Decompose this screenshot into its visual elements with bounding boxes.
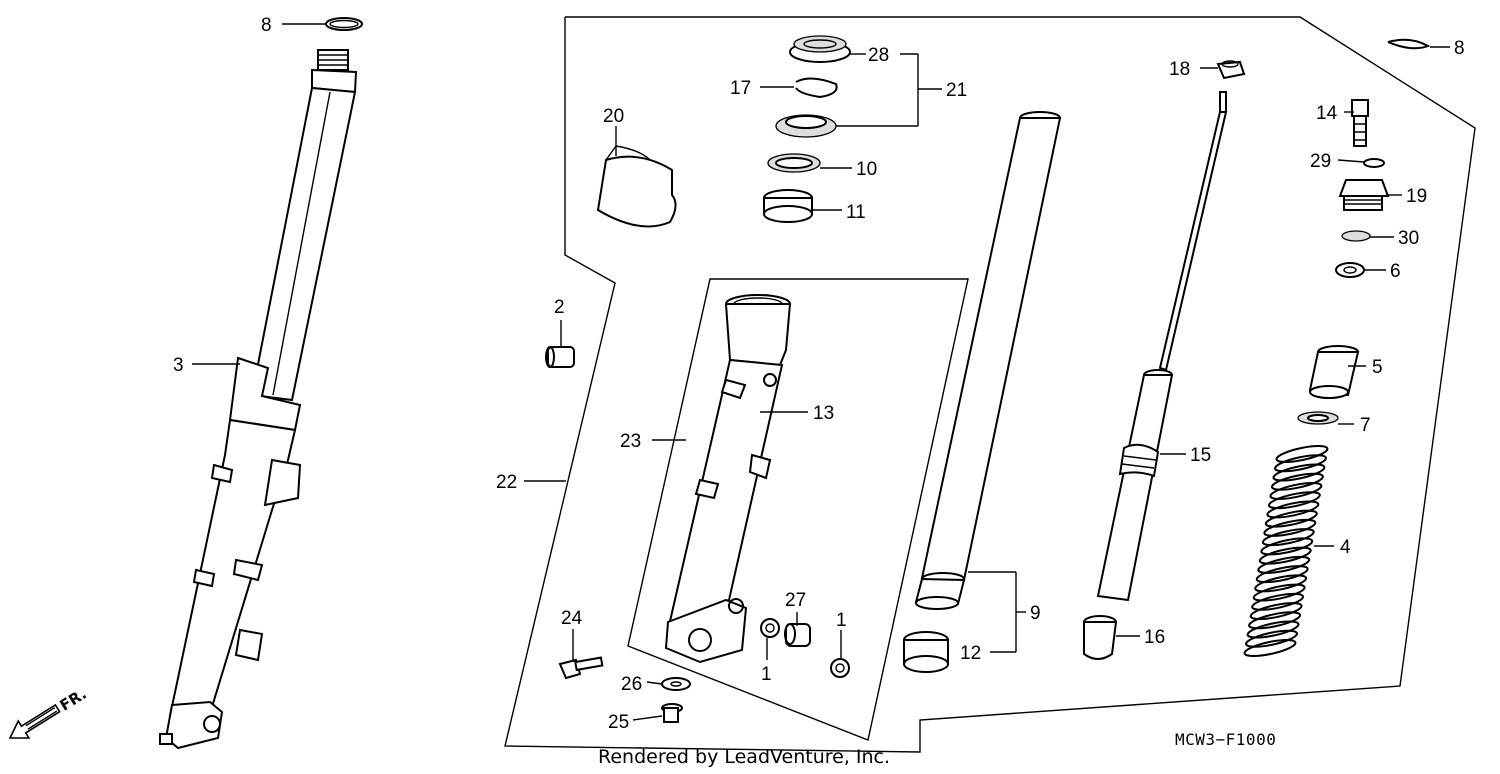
callout-23: 23 <box>620 431 641 452</box>
spring-coil <box>1267 491 1321 510</box>
back-up-ring-10 <box>767 153 821 173</box>
washer-1-a <box>760 618 780 638</box>
spring-coil <box>1251 592 1305 611</box>
washer-26 <box>661 677 691 691</box>
callout-3: 3 <box>173 355 184 376</box>
fork-leg-assembly <box>159 49 358 750</box>
guide-bushing-11 <box>763 189 813 223</box>
callout-19: 19 <box>1406 186 1427 207</box>
callout-17: 17 <box>730 78 751 99</box>
callout-1-a: 1 <box>761 664 772 685</box>
fork-slider-13 <box>664 294 792 664</box>
spring-coil <box>1274 454 1327 473</box>
callout-6: 6 <box>1390 261 1401 282</box>
stopper-ring-17 <box>795 77 838 99</box>
callout-18: 18 <box>1169 59 1190 80</box>
callout-13: 13 <box>813 403 834 424</box>
spring-coil <box>1261 528 1315 547</box>
callout-10: 10 <box>856 159 877 180</box>
circlip-8-right <box>1387 38 1431 50</box>
front-direction-indicator: FR. <box>8 685 90 739</box>
fork-spring-4 <box>1243 445 1329 657</box>
callout-9: 9 <box>1030 603 1041 624</box>
callout-20: 20 <box>603 106 624 127</box>
spring-seat-7 <box>1297 411 1339 425</box>
callout-2: 2 <box>554 297 565 318</box>
spring-coil <box>1257 555 1311 574</box>
spring-coil <box>1258 546 1312 565</box>
washer-1-b <box>830 658 850 678</box>
callouts: 8 3 2 22 24 25 26 1 1 27 23 13 20 17 28 … <box>173 15 1465 733</box>
fork-pipe-9 <box>914 111 1062 610</box>
spring-seat-6 <box>1335 262 1365 278</box>
damper-rod-15 <box>1096 91 1228 602</box>
callout-5: 5 <box>1372 357 1383 378</box>
nut-18 <box>1216 60 1246 80</box>
bushing-2 <box>545 346 575 368</box>
callout-14: 14 <box>1316 103 1338 124</box>
callout-27: 27 <box>785 590 806 611</box>
callout-4: 4 <box>1340 537 1351 558</box>
callout-22: 22 <box>496 472 517 493</box>
slide-bushing-12 <box>903 631 949 673</box>
callout-1-b: 1 <box>836 610 847 631</box>
outer-group-frame <box>504 16 1476 753</box>
spring-coil <box>1243 639 1297 657</box>
front-arrow-icon <box>8 703 61 739</box>
render-credit: Rendered by LeadVenture, Inc. <box>598 746 890 768</box>
spring-coil <box>1269 481 1323 500</box>
callout-12: 12 <box>960 643 981 664</box>
callout-8-right: 8 <box>1454 38 1465 59</box>
oil-lock-piece-16 <box>1083 615 1118 660</box>
callout-28: 28 <box>868 45 889 66</box>
callout-26: 26 <box>621 674 642 695</box>
spring-coil <box>1270 472 1324 491</box>
spring-coil <box>1260 537 1314 556</box>
spring-coil <box>1249 602 1303 621</box>
spring-coil <box>1263 518 1317 537</box>
diagram-code: MCW3−F1000 <box>1175 730 1276 749</box>
callout-7: 7 <box>1360 415 1371 436</box>
adjuster-14 <box>1351 99 1369 147</box>
callout-16: 16 <box>1144 627 1165 648</box>
callout-11: 11 <box>846 202 866 223</box>
callout-24: 24 <box>561 608 583 629</box>
spring-coil <box>1266 500 1320 519</box>
inner-group-frame <box>627 278 969 741</box>
spring-coil <box>1254 574 1308 593</box>
spring-coil <box>1245 629 1298 648</box>
oil-seal-21 <box>775 114 837 138</box>
o-ring-30 <box>1341 230 1371 242</box>
guard-20 <box>596 145 677 228</box>
callout-8-left: 8 <box>261 15 272 36</box>
collar-5 <box>1308 345 1360 399</box>
spring-coil <box>1255 565 1309 584</box>
spring-coil <box>1246 620 1300 639</box>
callout-21: 21 <box>946 80 967 101</box>
bolt-24 <box>558 656 604 680</box>
spring-coil <box>1264 509 1318 528</box>
front-label: FR. <box>57 685 90 715</box>
o-ring-29 <box>1363 158 1385 168</box>
spring-coil <box>1272 463 1326 482</box>
bolt-25 <box>661 703 683 723</box>
callout-25: 25 <box>608 712 629 733</box>
dust-seal-28 <box>789 35 851 63</box>
spring-coil <box>1252 583 1306 602</box>
spring-coil <box>1275 445 1329 463</box>
fork-bolt-19 <box>1338 179 1390 211</box>
callout-29: 29 <box>1310 151 1331 172</box>
leader-lines <box>192 23 1450 721</box>
collar-27 <box>784 623 811 647</box>
circlip-8-left <box>325 17 363 31</box>
callout-15: 15 <box>1190 445 1211 466</box>
callout-30: 30 <box>1398 228 1419 249</box>
spring-coil <box>1248 611 1302 630</box>
